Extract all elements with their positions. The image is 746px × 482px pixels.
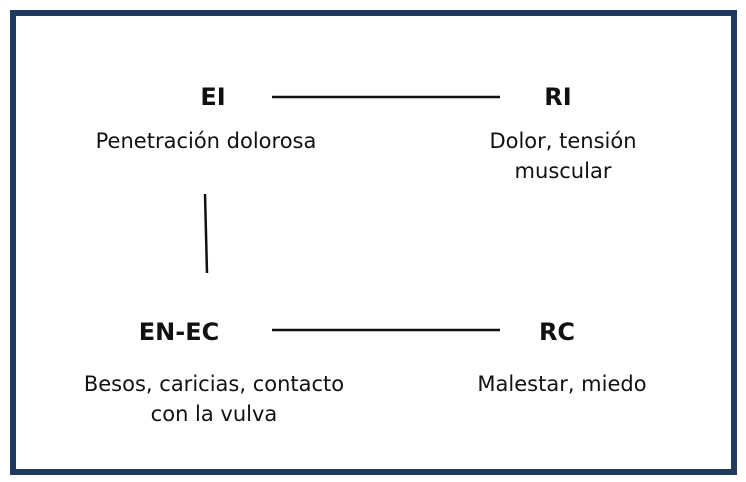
node-enec-title: EN-EC bbox=[138, 318, 220, 346]
node-ei-title: EI bbox=[200, 83, 226, 111]
node-enec-description-line: con la vulva bbox=[150, 402, 278, 426]
node-rc-description: Malestar, miedo bbox=[432, 369, 692, 399]
node-rc-title: RC bbox=[538, 318, 576, 346]
node-ri-description: Dolor, tensión muscular bbox=[423, 126, 703, 186]
node-ei-description-line: Penetración dolorosa bbox=[95, 129, 317, 153]
node-enec-description-line: Besos, caricias, contacto bbox=[83, 372, 345, 396]
node-ri-description-line: Dolor, tensión bbox=[489, 129, 637, 153]
connector-ei-enec bbox=[203, 193, 209, 274]
node-rc-description-line: Malestar, miedo bbox=[477, 372, 647, 396]
node-ei-description: Penetración dolorosa bbox=[56, 126, 356, 156]
diagram-frame bbox=[10, 10, 737, 475]
node-ri-description-line: muscular bbox=[514, 159, 612, 183]
node-enec-description: Besos, caricias, contacto con la vulva bbox=[44, 369, 384, 429]
node-ri-title: RI bbox=[544, 83, 572, 111]
